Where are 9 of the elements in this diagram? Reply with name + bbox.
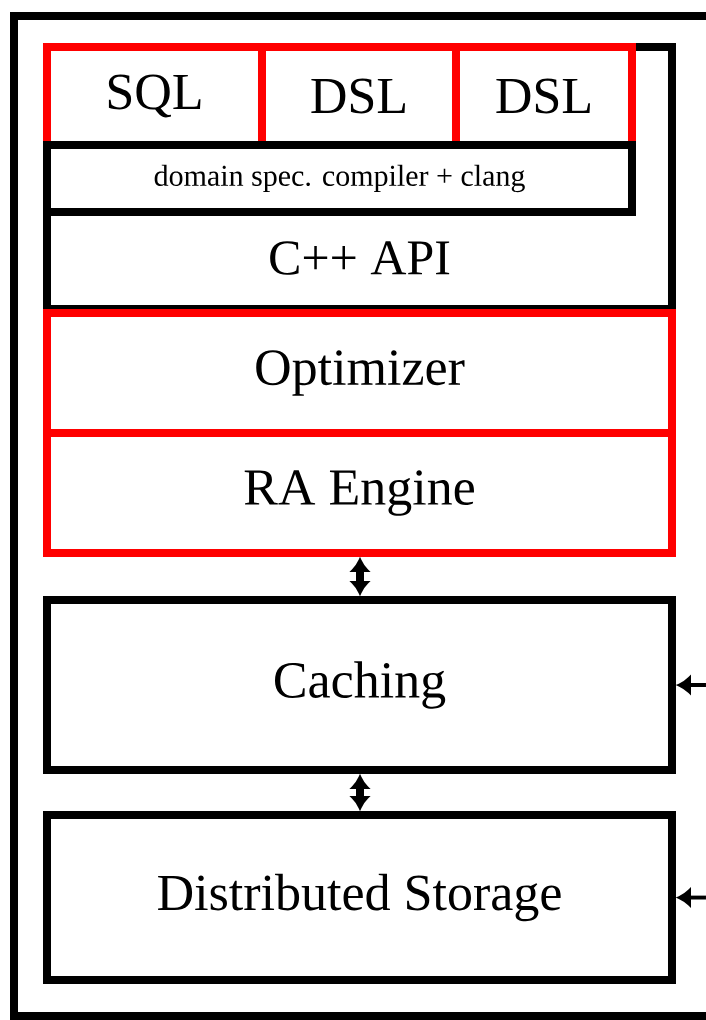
layer-box: RA Engine xyxy=(43,429,676,557)
compiler-box: domain spec. compiler + clang xyxy=(43,141,636,216)
arrow xyxy=(351,558,369,595)
layer-box: Distributed Storage xyxy=(43,811,676,984)
arrow xyxy=(351,775,369,810)
arrow xyxy=(677,889,706,906)
layer-box: Optimizer xyxy=(43,309,676,437)
layer-box: Caching xyxy=(43,596,676,774)
arrow xyxy=(677,676,706,694)
